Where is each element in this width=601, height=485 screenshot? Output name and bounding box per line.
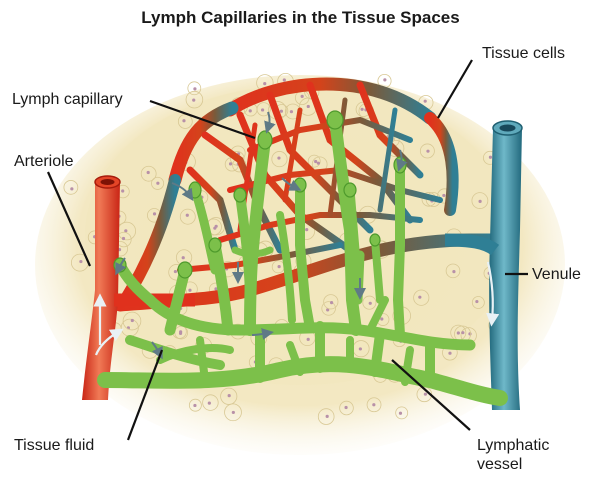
cell-nucleus (307, 338, 310, 341)
label-lymph-capillary: Lymph capillary (12, 90, 123, 109)
cell-nucleus (122, 237, 125, 240)
cell-nucleus (399, 412, 402, 415)
cell-nucleus (193, 87, 196, 90)
cell-nucleus (186, 214, 189, 217)
cell-nucleus (448, 352, 451, 355)
cell-nucleus (261, 108, 264, 111)
cell-nucleus (228, 394, 231, 397)
cell-nucleus (193, 404, 196, 407)
cell-nucleus (79, 260, 82, 263)
cell-nucleus (372, 403, 375, 406)
cell-nucleus (174, 270, 177, 273)
cell-nucleus (156, 182, 159, 185)
cell-nucleus (229, 162, 232, 165)
cell-nucleus (182, 119, 185, 122)
cell-nucleus (283, 78, 286, 81)
cell-nucleus (131, 319, 134, 322)
cell-nucleus (475, 300, 478, 303)
label-arteriole: Arteriole (14, 152, 74, 171)
cell-nucleus (280, 110, 283, 113)
cell-nucleus (369, 302, 372, 305)
cell-nucleus (314, 160, 317, 163)
cell-nucleus (461, 331, 464, 334)
cell-nucleus (344, 406, 347, 409)
cell-nucleus (153, 212, 156, 215)
cell-nucleus (359, 347, 362, 350)
cell-nucleus (479, 200, 482, 203)
label-lymphatic-vessel-line2: vessel (477, 455, 549, 474)
cell-nucleus (307, 105, 310, 108)
cell-nucleus (277, 156, 280, 159)
cell-nucleus (305, 228, 308, 231)
cell-nucleus (468, 332, 471, 335)
cell-nucleus (290, 110, 293, 113)
cell-nucleus (426, 150, 429, 153)
cell-nucleus (179, 330, 182, 333)
cell-nucleus (301, 95, 304, 98)
cell-nucleus (383, 78, 386, 81)
cell-nucleus (232, 411, 235, 414)
cell-nucleus (330, 301, 333, 304)
cell-nucleus (424, 100, 427, 103)
cell-nucleus (380, 317, 383, 320)
cell-nucleus (182, 256, 185, 259)
cell-nucleus (70, 187, 73, 190)
cell-nucleus (317, 162, 320, 165)
cell-nucleus (192, 99, 195, 102)
cell-nucleus (188, 289, 191, 292)
cell-nucleus (208, 402, 211, 405)
cell-nucleus (442, 194, 445, 197)
cell-nucleus (278, 265, 281, 268)
cell-nucleus (418, 296, 421, 299)
cell-nucleus (147, 171, 150, 174)
cell-nucleus (457, 331, 460, 334)
cell-nucleus (326, 415, 329, 418)
cell-nucleus (452, 270, 455, 273)
label-lymphatic-vessel: Lymphatic vessel (477, 436, 549, 474)
diagram-title: Lymph Capillaries in the Tissue Spaces (0, 8, 601, 28)
cell-nucleus (489, 156, 492, 159)
cell-nucleus (121, 189, 124, 192)
cell-nucleus (424, 393, 427, 396)
label-tissue-cells: Tissue cells (482, 44, 565, 63)
label-lymphatic-vessel-line1: Lymphatic (477, 436, 549, 455)
label-tissue-fluid: Tissue fluid (14, 436, 94, 455)
cell-nucleus (361, 108, 364, 111)
cell-nucleus (249, 109, 252, 112)
cell-nucleus (263, 82, 266, 85)
cell-nucleus (215, 225, 218, 228)
label-venule: Venule (532, 265, 581, 284)
